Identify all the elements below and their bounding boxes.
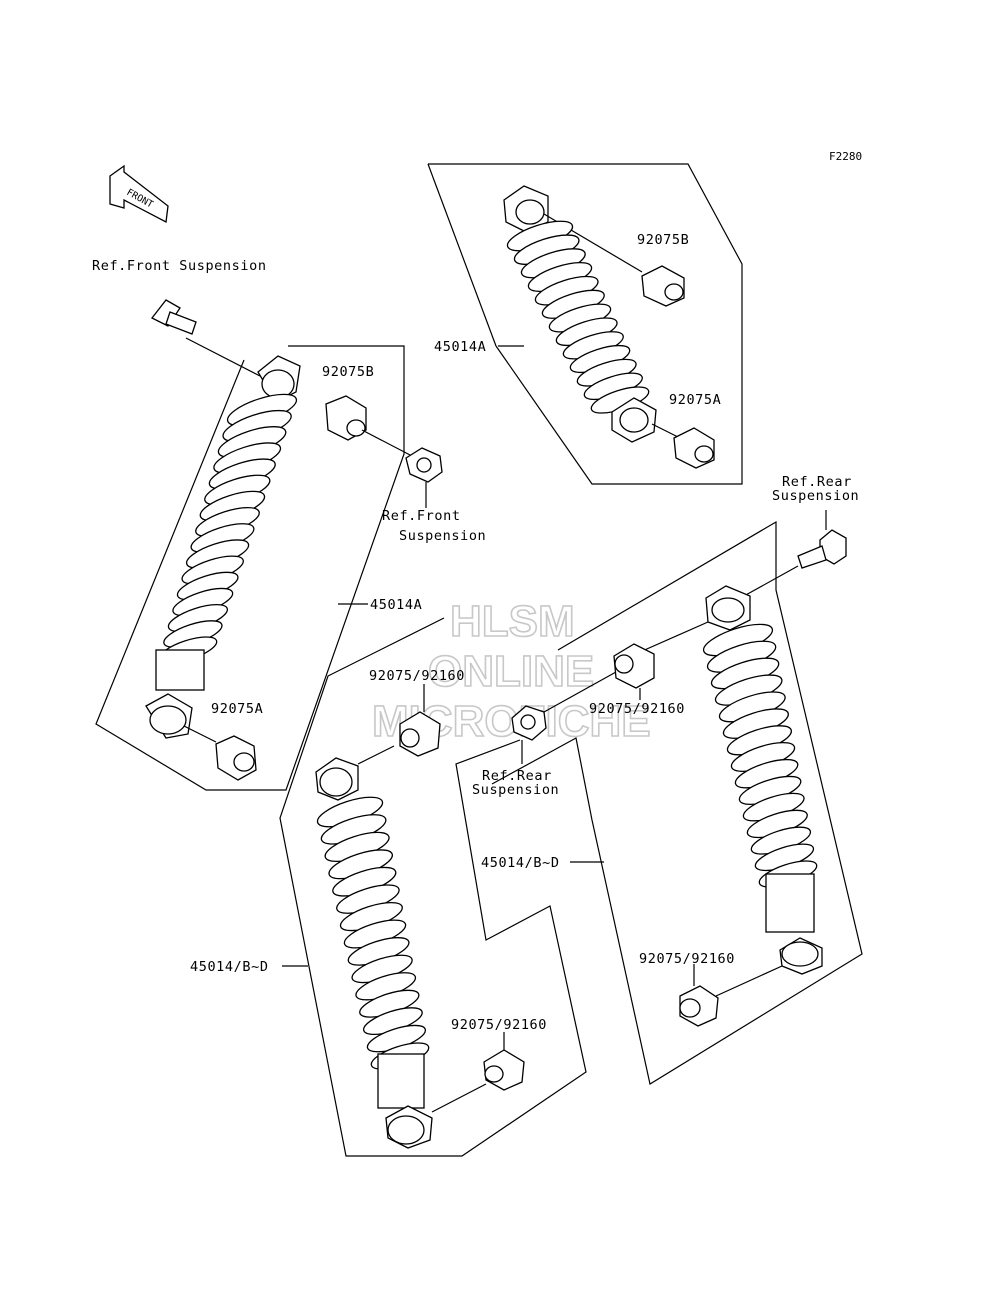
watermark-line-2: ONLINE [428,647,594,696]
center-shock-group: 92075/92160 Ref.Rear Suspension 45014/B~… [190,617,617,1157]
ref-front-susp-top-label: Ref.Front Suspension [92,258,267,274]
watermark-line-1: HLSM [450,597,575,646]
left-lower-bushing-icon [183,725,257,781]
front-bolt-icon [151,299,261,377]
top-shock-group: 92075B 45014A 92075A [427,163,743,485]
rear-nut-icon [511,671,617,764]
left-shock-spring [158,393,298,664]
left-shock-top-eye [257,355,301,403]
right-shock-group: Ref.Rear Suspension 92075/92160 45014/B~… [481,474,863,1085]
right-lower-bushing-icon [679,964,719,1027]
left-upper-bushing-icon [325,395,413,457]
top-lower-bushing-icon [673,427,715,469]
center-shock-spring [316,796,430,1070]
ref-rear-susp-top-label-1: Ref.Rear [782,474,852,490]
center-shock-bottom-eye [377,1053,487,1149]
center-upper-bushing-icon [357,684,441,765]
ref-rear-susp-top-label-2: Suspension [772,488,859,504]
left-group-boundary [95,345,405,791]
center-shock-label: 45014/B~D [190,959,269,975]
center-group-boundary [279,617,587,1157]
right-lower-bushing-label: 92075/92160 [639,951,735,967]
ref-front-susp-nut-label-2: Suspension [399,528,486,544]
center-lower-bushing-label: 92075/92160 [451,1017,547,1033]
figure-code: F2280 [829,150,862,163]
top-shock-bottom-eye [611,397,681,443]
left-lower-bushing-label: 92075A [211,701,263,717]
right-upper-bushing-icon [613,643,655,700]
center-upper-bushing-label: 92075/92160 [369,668,465,684]
rear-bolt-icon [743,510,847,597]
left-shock-bottom-eye [145,649,205,739]
top-upper-bushing-icon [641,265,685,307]
top-shock-label: 45014A [434,339,486,355]
left-shock-group: Ref.Front Suspension 92075B Ref.Front Su… [92,258,486,791]
right-group-boundary [491,520,863,1085]
center-lower-bushing-icon [483,1032,525,1091]
left-shock-label: 45014A [370,597,422,613]
right-shock-top-eye [639,585,751,653]
right-shock-label: 45014/B~D [481,855,560,871]
left-upper-bushing-label: 92075B [322,364,374,380]
ref-rear-susp-nut-label-2: Suspension [472,782,559,798]
ref-front-susp-nut-label-1: Ref.Front [382,508,461,524]
center-shock-top-eye [315,757,359,801]
front-nut-icon [405,447,443,508]
right-shock-bottom-eye [715,873,823,997]
front-arrow-icon: FRONT [109,164,169,224]
top-group-boundary [428,163,743,485]
right-shock-spring [702,623,818,888]
top-upper-bushing-label: 92075B [637,232,689,248]
top-lower-bushing-label: 92075A [669,392,721,408]
top-shock-spring [506,220,650,414]
right-upper-bushing-label: 92075/92160 [589,701,685,717]
